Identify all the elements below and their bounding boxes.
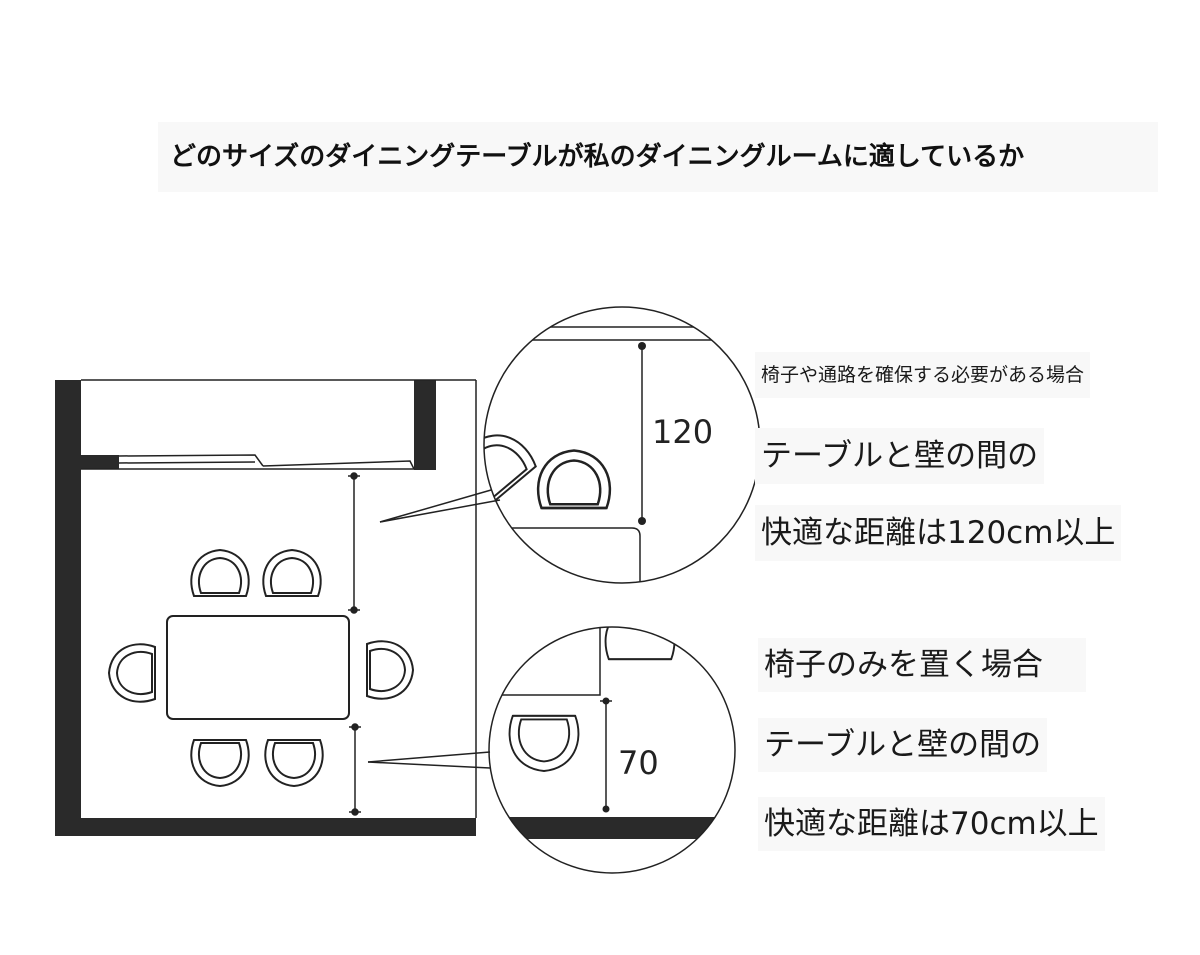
plan-dimension-120 [348,472,360,614]
page-title: どのサイズのダイニングテーブルが私のダイニングルームに適しているか [158,122,1158,192]
detail-circle-120: 120 [483,306,761,584]
case2-condition-label: 椅子のみを置く場合 [758,638,1086,692]
chair-bottom-left [190,739,250,787]
case2-text-line2: 快適な距離は70cm以上 [758,797,1105,851]
dimension-70-text: 70 [618,744,659,782]
chair-left [108,643,156,703]
dining-table [166,615,350,720]
case2-text-line1: テーブルと壁の間の [758,718,1048,772]
chair-top-left [190,549,250,597]
room-walls [55,379,477,836]
callout-lines-1 [379,487,501,523]
case1-text-line2: 快適な距離は120cm以上 [755,505,1122,561]
dimension-120-text: 120 [652,413,713,451]
chair-right [366,640,414,700]
case1-text-line1: テーブルと壁の間の [755,428,1045,484]
detail-circle-70: 70 [488,626,736,874]
chair-top-right [262,549,322,597]
callout-lines-2 [367,751,491,769]
case1-condition-label: 椅子や通路を確保する必要がある場合 [755,352,1091,398]
chair-bottom-right [264,739,324,787]
plan-dimension-70 [349,723,361,816]
door-opening [118,454,415,470]
